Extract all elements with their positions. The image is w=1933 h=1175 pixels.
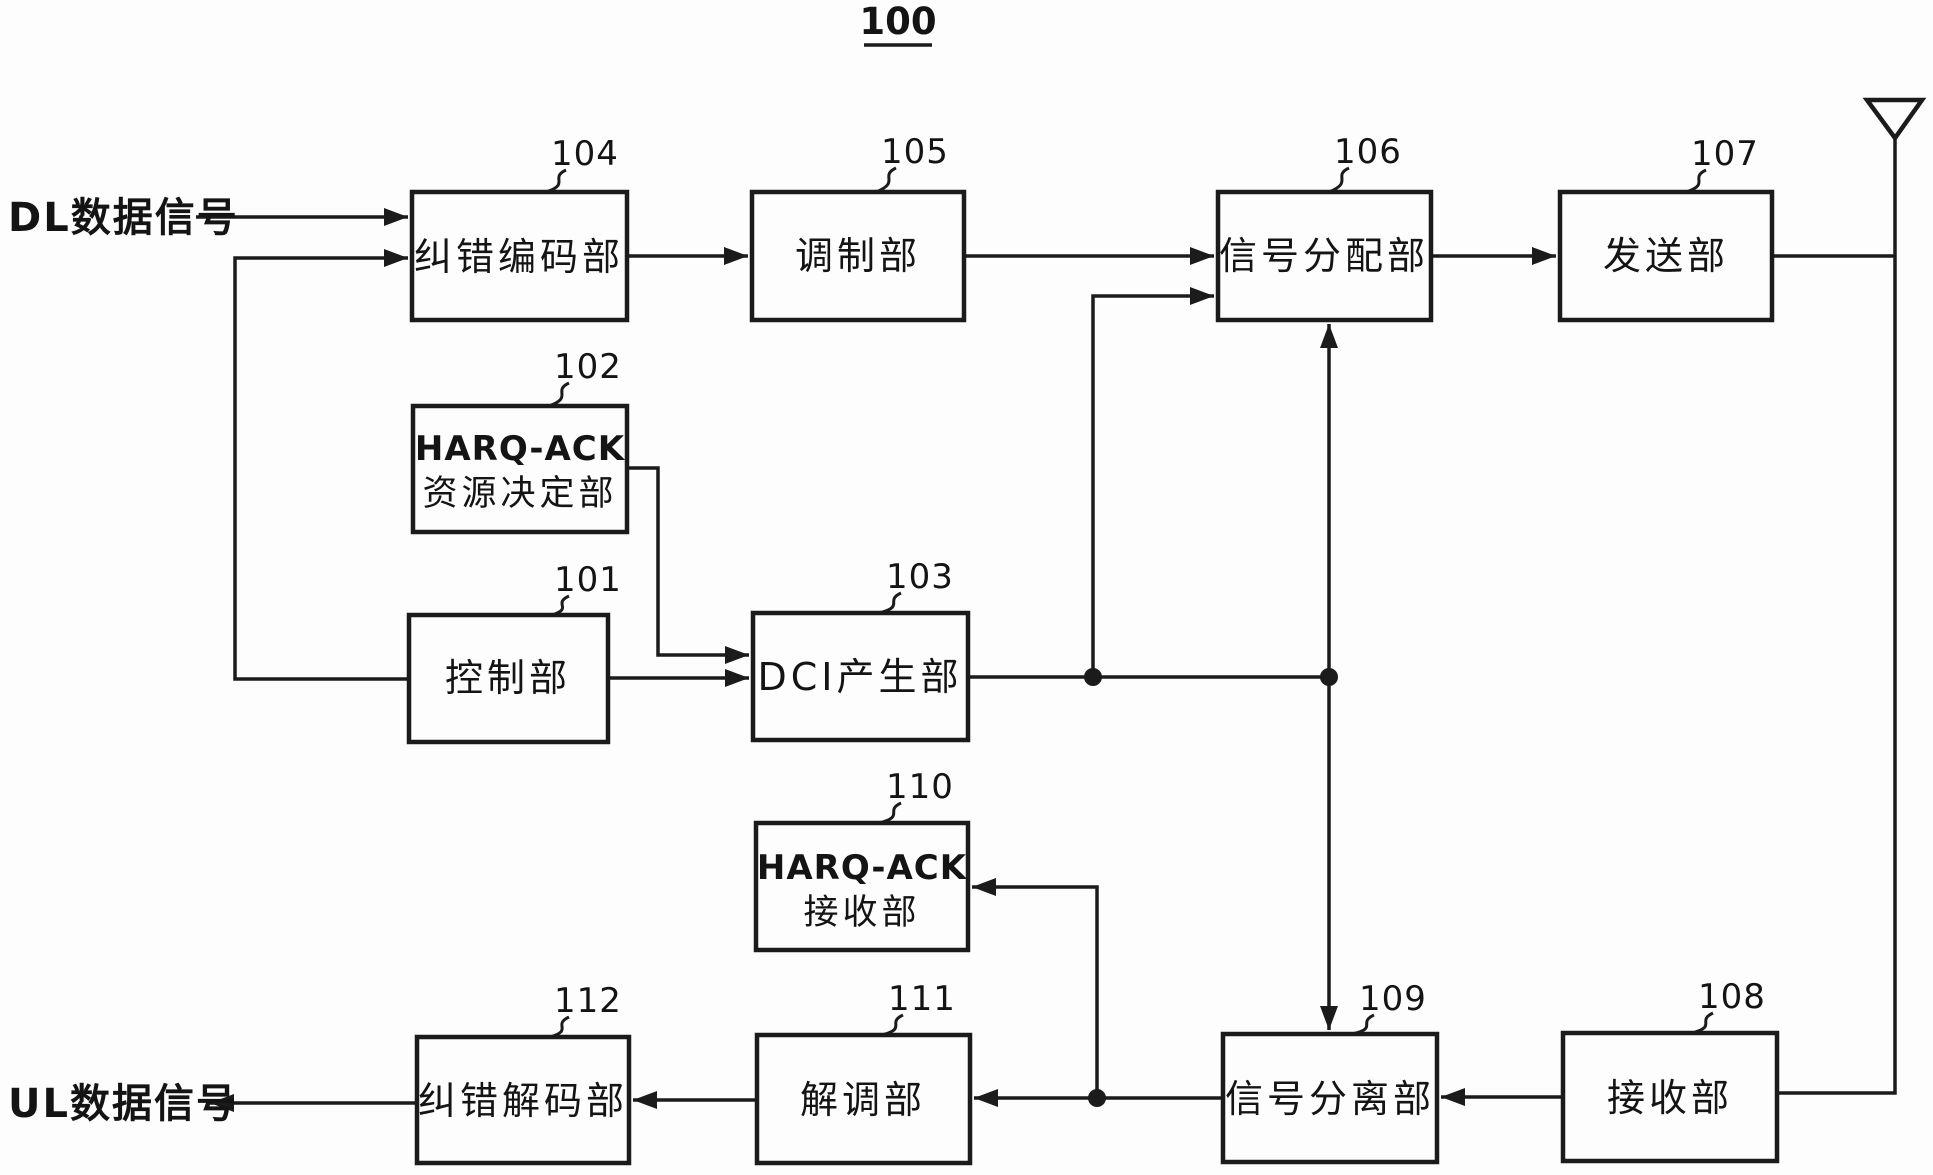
figure-title: 100 [859,0,936,43]
ref-label-112: 112 [554,981,622,1021]
block-103-dci-generator: DCI产生部 [750,610,971,743]
block-110-harq-receiver: HARQ-ACK 接收部 [753,820,971,953]
block-label: 控制部 [445,656,571,700]
block-label-line2: 资源决定部 [422,474,617,514]
ref-label-102: 102 [554,347,622,387]
ul-output-label: UL数据信号 [8,1081,238,1127]
block-label-line2: 接收部 [803,893,920,933]
ref-leader-108 [1691,1011,1714,1035]
ref-leader-107 [1685,168,1707,194]
block-label: 信号分离部 [1225,1077,1435,1121]
conn-harqres-to-dci [627,466,749,664]
reference-labels: 104 105 106 107 102 101 103 110 109 108 … [545,132,1766,1039]
ref-leader-102 [548,381,570,408]
block-label: 信号分配部 [1219,234,1429,278]
ref-label-105: 105 [881,132,949,172]
block-label: 调制部 [795,234,921,278]
ref-leader-103 [878,591,902,615]
ref-label-109: 109 [1359,979,1427,1019]
junction-dot [1320,668,1338,686]
junction-dot [1088,1089,1106,1107]
ref-label-103: 103 [886,557,954,597]
ref-label-110: 110 [886,767,954,807]
block-label: 纠错编码部 [414,235,624,279]
ref-label-101: 101 [554,560,622,600]
block-label: 解调部 [800,1078,926,1122]
ref-leader-112 [549,1015,570,1039]
ref-leader-106 [1328,166,1350,194]
block-101-control: 控制部 [406,612,611,745]
block-111-demodulator: 解调部 [754,1032,973,1166]
block-label: DCI产生部 [757,655,962,699]
ref-label-108: 108 [1698,977,1766,1017]
block-108-receiver: 接收部 [1560,1030,1780,1164]
conn-dci-to-alloc-side [1091,287,1214,677]
junction-dot [1084,668,1102,686]
conn-control-to-encoder [233,249,409,681]
block-107-transmitter: 发送部 [1557,189,1775,323]
block-109-signal-separator: 信号分离部 [1220,1031,1440,1165]
block-label-line1: HARQ-ACK [415,429,626,469]
ref-label-106: 106 [1334,132,1402,172]
ref-leader-104 [545,168,567,194]
block-112-decoder: 纠错解码部 [414,1034,632,1166]
ref-leader-111 [881,1013,904,1037]
block-label: 纠错解码部 [418,1079,628,1123]
block-label: 发送部 [1603,234,1729,278]
block-106-signal-allocator: 信号分配部 [1215,189,1434,323]
block-105-modulator: 调制部 [749,189,967,323]
conn-separator-to-harqrx [972,878,1099,1098]
block-104-encoder: 纠错编码部 [409,189,630,323]
ref-label-107: 107 [1691,134,1759,174]
ref-leader-105 [875,166,897,194]
ref-leader-101 [551,594,570,617]
block-102-harq-resource: HARQ-ACK 资源决定部 [410,403,630,535]
connector-lines [196,208,1895,1112]
ref-label-104: 104 [551,134,619,174]
ref-leader-109 [1351,1013,1375,1036]
block-label-line1: HARQ-ACK [757,848,968,888]
dl-input-label: DL数据信号 [8,195,239,241]
ref-leader-110 [878,801,902,825]
ref-label-111: 111 [888,979,956,1019]
antenna-icon [1777,97,1927,1095]
block-label: 接收部 [1607,1076,1733,1120]
